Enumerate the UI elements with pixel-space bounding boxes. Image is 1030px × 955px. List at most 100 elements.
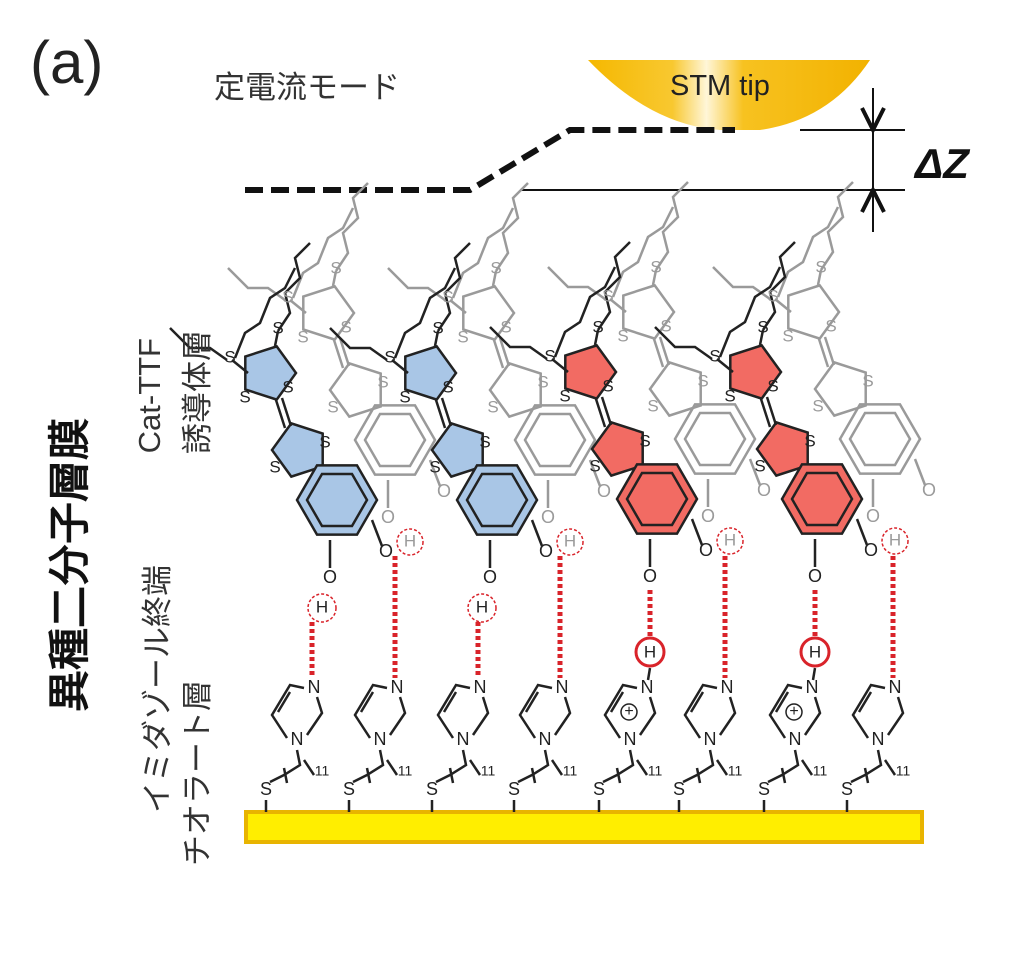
benzene-ring <box>455 464 539 536</box>
sulfur-atom: S <box>660 316 671 335</box>
double-bond <box>823 336 836 366</box>
aromatic-inner-ring <box>523 412 587 468</box>
alkyl-chain <box>334 182 369 272</box>
repeat-subscript: 11 <box>563 763 578 779</box>
oxygen-atom: O <box>379 541 393 561</box>
hydrogen-atom: H <box>889 530 901 549</box>
oxygen-atom: O <box>866 506 880 526</box>
double-bond <box>652 338 665 368</box>
bond <box>449 299 467 314</box>
sulfur-atom: S <box>442 377 453 396</box>
sulfur-atom: S <box>841 779 853 799</box>
alkyl-chain <box>352 749 385 784</box>
oxygen-atom: O <box>701 506 715 526</box>
imidazole-ring <box>436 683 471 739</box>
double-bond <box>600 396 613 426</box>
hbond-hydrogen-marker <box>396 528 424 556</box>
sulfur-atom: S <box>602 376 613 395</box>
sulfur-atom: S <box>757 317 768 336</box>
hydrogen-atom: H <box>564 531 576 550</box>
double-bond <box>609 691 625 713</box>
dithiole-ring <box>590 420 644 478</box>
dithiole-ring <box>302 284 356 342</box>
oxygen-atom: O <box>699 540 713 560</box>
alkyl-chain <box>291 207 355 299</box>
dithiole-ring <box>564 343 618 401</box>
double-bond <box>817 338 830 368</box>
sulfur-atom: S <box>239 387 250 406</box>
double-bond <box>359 691 375 713</box>
sulfur-atom: S <box>282 377 293 396</box>
imidazole-thiolate <box>264 683 324 812</box>
double-bond <box>689 691 705 713</box>
bond <box>863 767 870 784</box>
imidazole-ring <box>518 683 553 739</box>
sulfur-atom: S <box>490 258 501 277</box>
hydrogen-atom: H <box>809 642 821 661</box>
sulfur-atom: S <box>330 258 341 277</box>
sulfur-atom: S <box>224 347 235 366</box>
nitrogen-atom: N <box>474 677 487 697</box>
dithiole-ring <box>404 344 458 402</box>
bond <box>780 767 787 784</box>
benzene-ring <box>295 464 379 536</box>
proton-marker <box>634 636 666 668</box>
imidazole-thiolate <box>762 683 822 812</box>
sulfur-atom: S <box>825 316 836 335</box>
front-cat-ttf-molecule <box>654 241 869 567</box>
double-bond <box>765 396 778 426</box>
double-bond <box>524 691 540 713</box>
aromatic-inner-ring <box>683 411 747 467</box>
nitrogen-atom: N <box>291 729 304 749</box>
molecule-layer <box>169 181 927 812</box>
sulfur-atom: S <box>602 286 613 305</box>
bond <box>370 519 384 547</box>
repeat-subscript: 11 <box>896 763 911 779</box>
dithiole-ring <box>430 421 484 479</box>
bond <box>748 458 762 486</box>
hbond-hydrogen-marker <box>307 593 337 623</box>
imidazole-ring <box>305 696 324 736</box>
hydrogen-atom: H <box>404 531 416 550</box>
sulfur-atom: S <box>282 287 293 306</box>
bond <box>800 759 814 776</box>
nitrogen-atom: N <box>872 729 885 749</box>
oxygen-atom: O <box>539 541 553 561</box>
imidazole-ring <box>718 696 737 736</box>
double-bond <box>274 399 287 429</box>
sulfur-atom: S <box>639 431 650 450</box>
back-cat-ttf-molecule <box>547 181 762 507</box>
imidazole-thiolate <box>512 683 572 812</box>
bond <box>816 269 823 286</box>
sulfur-atom: S <box>812 396 823 415</box>
arrow-down-icon <box>860 107 886 135</box>
alkyl-chain <box>451 207 515 299</box>
dithiole-ring <box>622 283 676 341</box>
double-bond <box>658 336 671 366</box>
oxygen-atom: O <box>808 566 822 586</box>
hbond-hydrogen-marker <box>716 527 744 555</box>
nitrogen-atom: N <box>889 677 902 697</box>
double-bond <box>276 691 292 713</box>
imidazole-ring <box>388 696 407 736</box>
repeat-subscript: 11 <box>648 763 663 779</box>
tip-trajectory <box>245 127 735 193</box>
alkyl-chain <box>276 242 311 332</box>
double-bond <box>857 691 873 713</box>
hydrogen-atom: H <box>476 597 488 616</box>
film-label: 異種二分子層膜 <box>46 418 93 713</box>
repeat-subscript: 11 <box>813 763 828 779</box>
stm-tip <box>588 60 870 130</box>
bond <box>428 459 442 487</box>
sulfur-atom: S <box>589 456 600 475</box>
bond <box>530 767 537 784</box>
alkyl-chain <box>435 749 468 784</box>
double-bond <box>440 397 453 427</box>
sulfur-atom: S <box>697 371 708 390</box>
sulfur-atom: S <box>442 287 453 306</box>
sulfur-atom: S <box>767 286 778 305</box>
imidazole-thiolate <box>597 683 657 812</box>
sulfur-atom: S <box>544 346 555 365</box>
